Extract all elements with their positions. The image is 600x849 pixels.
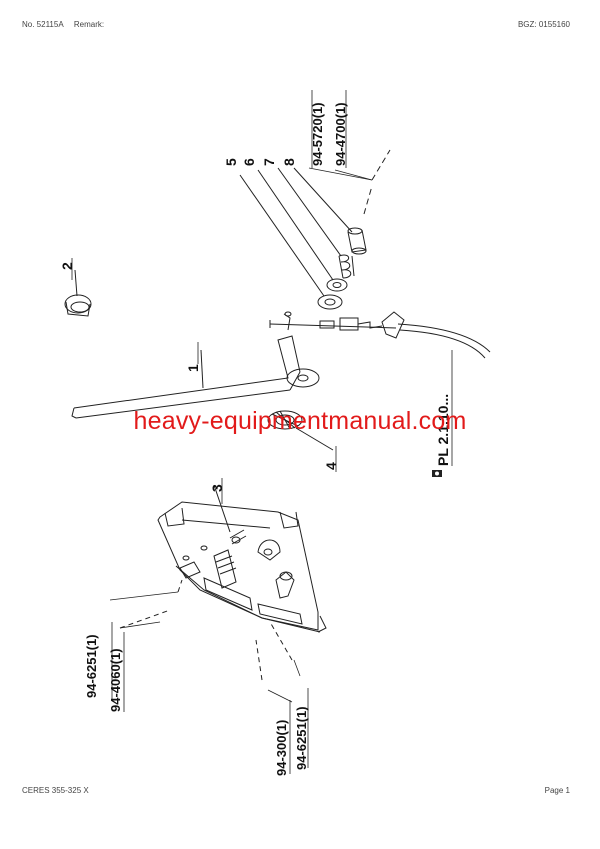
leader-2 [74, 269, 78, 297]
part-8-sleeve [347, 227, 367, 255]
leader-3 [213, 484, 231, 533]
leader-5 [239, 174, 325, 297]
part-ref-94-300: 94-300(1) [274, 720, 289, 776]
leader-4 [295, 427, 334, 451]
callout-4: 4 [323, 462, 339, 470]
part-4-disc [267, 410, 303, 430]
callout-3: 3 [209, 484, 225, 492]
footer-page-number: Page 1 [544, 786, 570, 795]
callout-6: 6 [241, 158, 257, 166]
callout-5: 5 [223, 158, 239, 166]
part-5-washer [317, 294, 343, 310]
callout-2: 2 [59, 262, 75, 270]
document-number: No. 52115A [22, 20, 64, 29]
leader-8 [293, 167, 353, 233]
footer-model: CERES 355-325 X [22, 786, 89, 795]
leader-1 [200, 349, 204, 389]
bgz-number: BGZ: 0155160 [517, 20, 570, 29]
part-ref-94-6251-right: 94-6251(1) [294, 706, 309, 770]
remark-label: Remark: [73, 20, 105, 29]
part-ref-94-5720: 94-5720(1) [310, 102, 325, 166]
plate-reference: PL 2.1.10... [435, 394, 451, 466]
callout-8: 8 [281, 158, 297, 166]
camera-icon [432, 470, 442, 477]
part-2-cap [64, 294, 92, 317]
part-7-spring [338, 254, 355, 279]
part-1-pedal-rod [71, 335, 320, 419]
page-header-left: No. 52115A Remark: [22, 20, 112, 29]
callout-7: 7 [261, 158, 277, 166]
part-ref-94-4060: 94-4060(1) [108, 648, 123, 712]
part-ref-94-4700: 94-4700(1) [333, 102, 348, 166]
part-3-bracket [157, 501, 327, 633]
watermark-text: heavy-equipmentmanual.com [133, 407, 467, 435]
leader-7 [277, 167, 342, 257]
part-6-washer [326, 278, 348, 292]
callout-1: 1 [185, 364, 201, 372]
leader-6 [257, 169, 334, 281]
cable-assembly [269, 311, 491, 359]
part-ref-94-6251-left: 94-6251(1) [84, 634, 99, 698]
